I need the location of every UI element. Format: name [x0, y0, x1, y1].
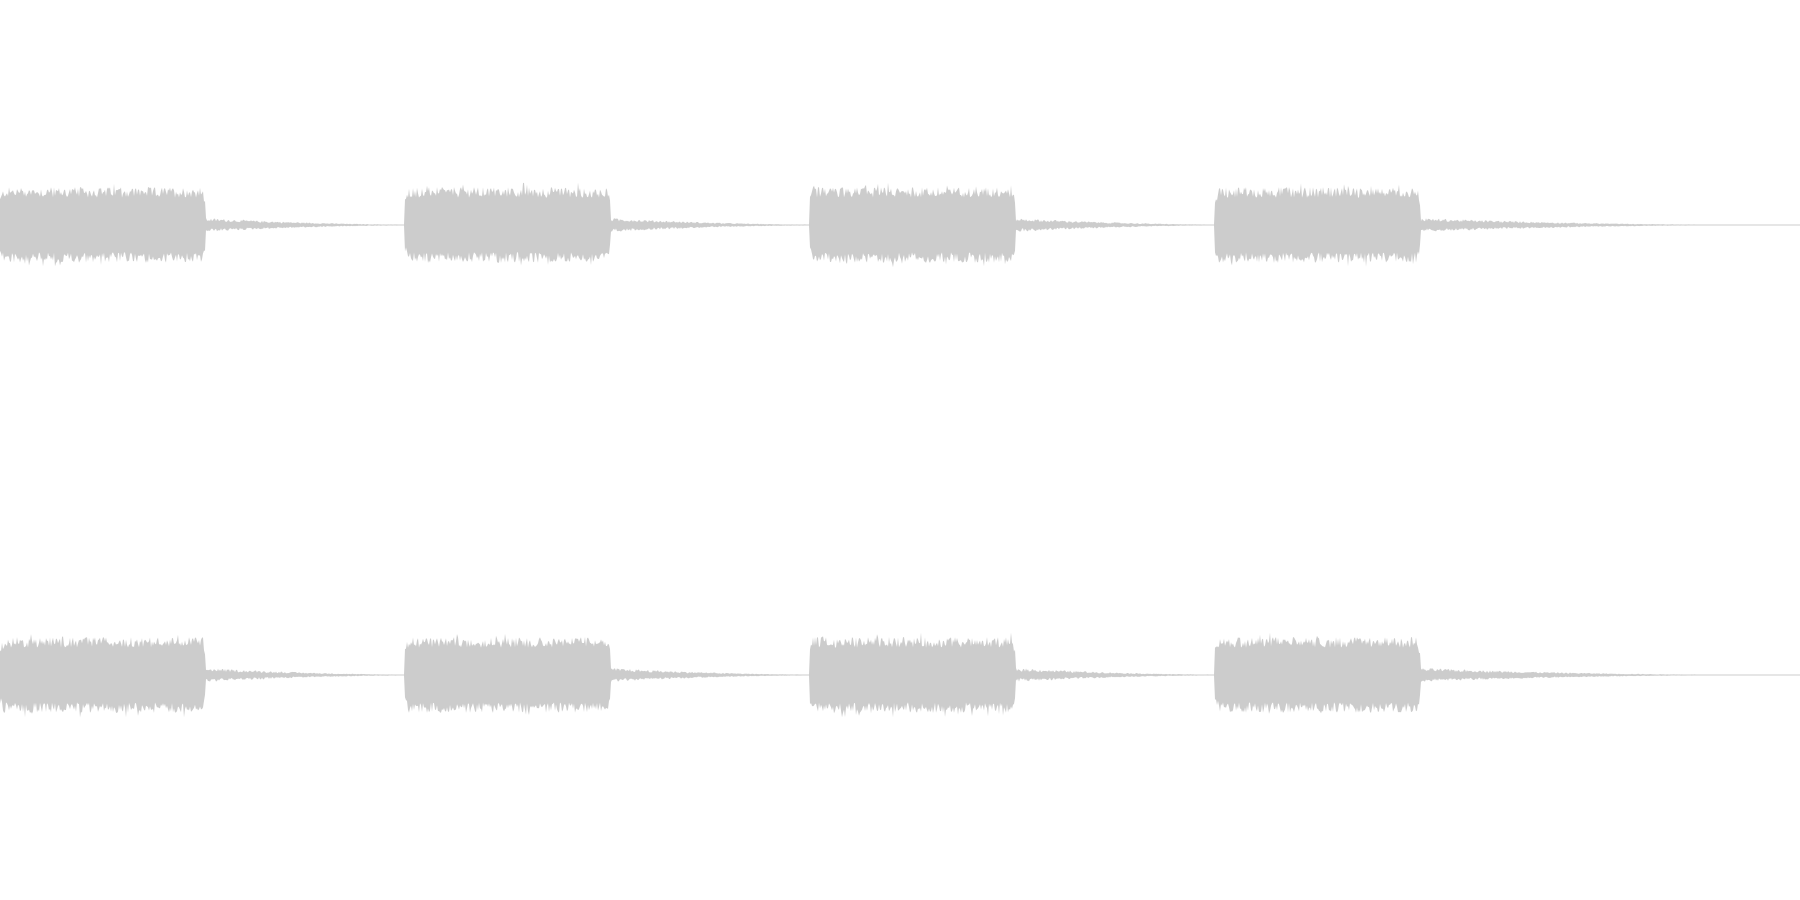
waveform-envelope — [0, 182, 1800, 268]
waveform-channel-right[interactable] — [0, 632, 1800, 718]
waveform-channel-left[interactable] — [0, 182, 1800, 268]
waveform-envelope — [0, 632, 1800, 718]
